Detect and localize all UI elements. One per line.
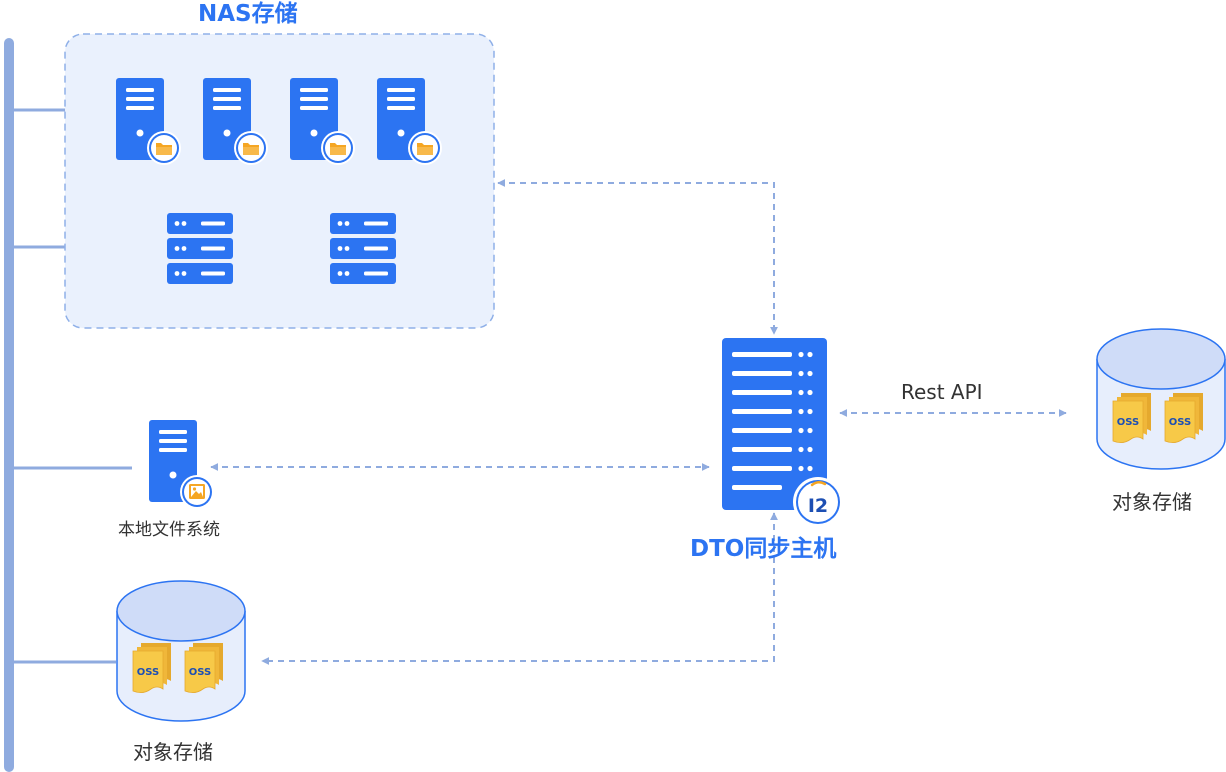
- nas-rack-icon-1: [167, 213, 233, 284]
- i2-logo-icon: I2: [793, 477, 843, 527]
- dto-host-server-icon: [722, 338, 827, 510]
- nas-rack-icon-2: [330, 213, 396, 284]
- rest-api-label: Rest API: [901, 380, 983, 404]
- object-storage-left-icon: OSS OSS: [116, 580, 246, 722]
- svg-text:OSS: OSS: [137, 667, 159, 678]
- svg-text:OSS: OSS: [1169, 417, 1191, 428]
- connection-dto-oss-left: [261, 512, 778, 665]
- svg-text:OSS: OSS: [189, 667, 211, 678]
- dto-host-title: DTO同步主机: [690, 536, 837, 562]
- object-storage-right-icon: OSS OSS: [1096, 328, 1226, 470]
- svg-text:OSS: OSS: [1117, 417, 1139, 428]
- object-storage-left-label: 对象存储: [133, 740, 213, 764]
- nas-title: NAS存储: [198, 1, 298, 27]
- local-fs-label: 本地文件系统: [118, 520, 220, 540]
- connection-nas-dto: [497, 179, 778, 335]
- local-fs-server-icon: [149, 420, 214, 509]
- svg-text:I2: I2: [808, 495, 828, 517]
- network-bus: [4, 38, 14, 772]
- object-storage-right-label: 对象存储: [1112, 490, 1192, 514]
